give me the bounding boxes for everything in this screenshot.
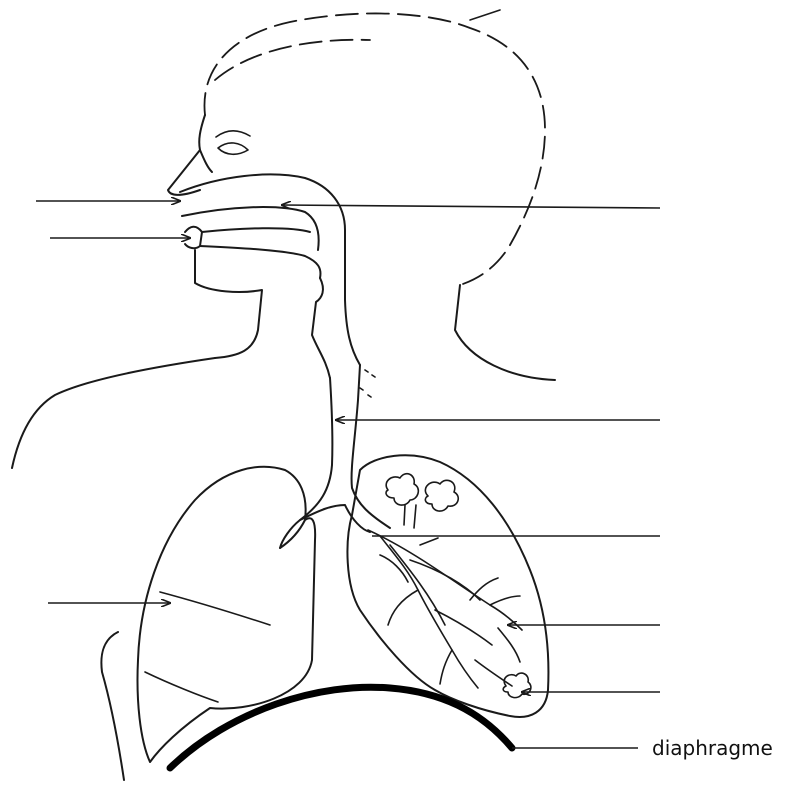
pointer-pharynx [282, 205, 660, 208]
diaphragm [170, 687, 512, 768]
diaphragm-label: diaphragme [652, 738, 773, 758]
upper-airway [180, 174, 375, 397]
label-pointers [36, 201, 660, 748]
head-hair [204, 10, 545, 285]
torso-outline [12, 358, 215, 780]
lung-left [138, 467, 316, 762]
trachea-bronchi [280, 365, 390, 548]
lung-right [347, 455, 548, 717]
